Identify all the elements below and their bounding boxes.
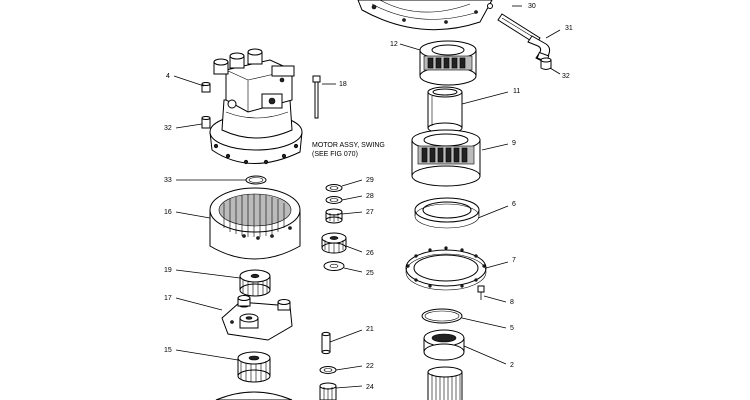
note-line-1: MOTOR ASSY, SWING [312, 142, 385, 149]
lower-carrier [215, 391, 293, 400]
callout-22: 22 [366, 363, 374, 370]
note-line-2: (SEE FIG 070) [312, 151, 358, 158]
bolt-18 [312, 75, 321, 119]
bearing-24 [319, 382, 337, 400]
needle-bearing-27 [325, 208, 343, 224]
callout-2: 2 [510, 362, 514, 369]
callout-26: 26 [366, 250, 374, 257]
callout-7: 7 [512, 257, 516, 264]
seal-2 [423, 329, 465, 361]
sun-gear-19 [239, 269, 271, 297]
plug-4 [201, 82, 211, 93]
callout-29: 29 [366, 177, 374, 184]
bearing-12 [419, 40, 477, 86]
snap-ring-33 [245, 175, 267, 185]
callout-31: 31 [565, 25, 573, 32]
callout-11: 11 [513, 88, 520, 95]
seal-6 [414, 197, 480, 229]
motor-assy-note: MOTOR ASSY, SWING (SEE FIG 070) [312, 142, 385, 158]
callout-5: 5 [510, 325, 514, 332]
callout-17: 17 [164, 295, 172, 302]
top-flange [357, 0, 493, 31]
callout-25: 25 [366, 270, 374, 277]
callout-28: 28 [366, 193, 374, 200]
sleeve-11 [427, 86, 463, 134]
callout-8: 8 [510, 299, 514, 306]
bearing-9 [411, 129, 481, 187]
callout-21: 21 [366, 326, 374, 333]
plug-32-left [201, 116, 211, 129]
callout-18: 18 [339, 81, 347, 88]
callout-6: 6 [512, 201, 516, 208]
callout-33: 33 [164, 177, 172, 184]
gear-15 [237, 351, 271, 383]
leader-lines [173, 5, 561, 389]
callout-15: 15 [164, 347, 172, 354]
washer-25 [323, 261, 345, 271]
swing-motor [209, 48, 303, 165]
carrier-17 [221, 295, 293, 341]
washer-28 [325, 196, 343, 204]
callout-9: 9 [512, 140, 516, 147]
ring-gear-16 [209, 187, 301, 260]
washer-22 [319, 366, 337, 374]
callout-12: 12 [390, 41, 398, 48]
callout-19: 19 [164, 267, 172, 274]
callout-24: 24 [366, 384, 374, 391]
bolt-8 [477, 285, 485, 300]
callout-30: 30 [528, 3, 536, 10]
callout-16: 16 [164, 209, 172, 216]
washer-29 [325, 184, 343, 192]
pin-21 [321, 331, 331, 355]
cap-32-top [540, 57, 552, 70]
planet-gear-26 [321, 232, 347, 254]
callout-32-top: 32 [562, 73, 570, 80]
callout-labels: 30 31 32 12 4 18 11 32 9 33 29 28 27 16 … [164, 3, 573, 391]
ring-7 [405, 246, 487, 291]
oring-5 [421, 308, 463, 324]
callout-4: 4 [166, 73, 170, 80]
callout-27: 27 [366, 209, 374, 216]
callout-32-left: 32 [164, 125, 172, 132]
pinion-shaft [427, 366, 463, 400]
